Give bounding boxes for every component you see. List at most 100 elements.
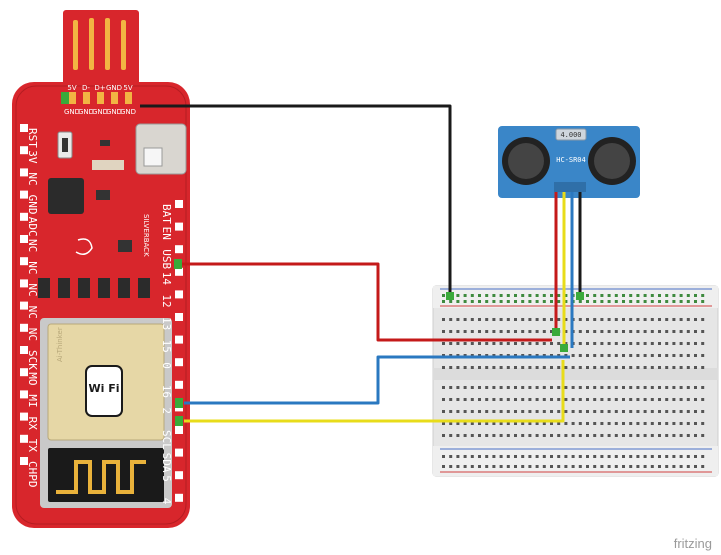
breadboard-hole	[521, 422, 525, 425]
wire-endpoints	[174, 259, 584, 426]
smd-part	[58, 278, 70, 298]
breadboard-hole	[492, 386, 496, 389]
breadboard-hole	[557, 342, 561, 345]
breadboard-hole	[694, 318, 697, 321]
breadboard-hole	[600, 398, 604, 401]
breadboard-hole	[521, 386, 525, 389]
breadboard-hole	[535, 366, 539, 369]
breadboard-hole	[478, 318, 481, 321]
breadboard-hole	[586, 300, 589, 303]
breadboard-hole	[650, 300, 654, 303]
breadboard-hole	[456, 366, 460, 369]
breadboard-hole	[607, 294, 611, 297]
breadboard-hole	[600, 318, 604, 321]
breadboard-hole	[658, 398, 661, 401]
breadboard-hole	[672, 422, 676, 425]
breadboard-hole	[607, 422, 611, 425]
breadboard-hole	[672, 455, 676, 458]
breadboard-hole	[499, 342, 503, 345]
breadboard-hole	[470, 398, 474, 401]
wifi-module: Ai-Thinker Wi Fi	[40, 318, 172, 508]
breadboard-hole	[550, 300, 553, 303]
breadboard-hole	[593, 330, 597, 333]
breadboard-hole	[614, 410, 618, 413]
breadboard-hole	[449, 465, 453, 468]
breadboard-hole	[658, 386, 661, 389]
breadboard-hole	[535, 300, 539, 303]
breadboard-hole	[643, 434, 647, 437]
usb-pin	[111, 92, 118, 104]
breadboard-hole	[492, 455, 496, 458]
breadboard-hole	[586, 422, 589, 425]
breadboard-hole	[550, 465, 553, 468]
right-pin-label: 2	[160, 407, 173, 414]
breadboard-hole	[643, 422, 647, 425]
breadboard-hole	[679, 342, 683, 345]
usb-gnd-label: GND	[64, 108, 80, 116]
breadboard-hole	[636, 465, 640, 468]
breadboard-hole	[535, 342, 539, 345]
breadboard-hole	[607, 318, 611, 321]
breadboard-hole	[485, 410, 489, 413]
breadboard-hole	[679, 300, 683, 303]
smd-part	[38, 278, 50, 298]
breadboard-hole	[701, 318, 705, 321]
breadboard-hole	[442, 465, 445, 468]
breadboard-hole	[622, 465, 625, 468]
breadboard-hole	[694, 422, 697, 425]
breadboard-hole	[593, 342, 597, 345]
breadboard-hole	[658, 318, 661, 321]
breadboard-hole	[470, 294, 474, 297]
breadboard-hole	[694, 366, 697, 369]
breadboard-hole	[528, 410, 532, 413]
right-pin-label: 15	[160, 340, 173, 353]
breadboard-hole	[600, 366, 604, 369]
breadboard-hole	[658, 366, 661, 369]
breadboard-hole	[600, 455, 604, 458]
breadboard-hole	[650, 398, 654, 401]
breadboard-hole	[701, 366, 705, 369]
breadboard-hole	[622, 300, 625, 303]
breadboard-hole	[492, 410, 496, 413]
breadboard-hole	[542, 300, 546, 303]
breadboard-hole	[658, 294, 661, 297]
breadboard-hole	[542, 366, 546, 369]
breadboard-hole	[564, 465, 568, 468]
breadboard-hole	[478, 300, 481, 303]
breadboard-hole	[593, 422, 597, 425]
breadboard-hole	[665, 410, 669, 413]
left-pin-label: MI	[26, 394, 39, 407]
breadboard-hole	[636, 398, 640, 401]
breadboard-hole	[614, 300, 618, 303]
breadboard-hole	[542, 465, 546, 468]
breadboard-hole	[535, 410, 539, 413]
breadboard-hole	[586, 434, 589, 437]
left-pin-pad	[20, 146, 28, 155]
breadboard-hole	[629, 455, 633, 458]
breadboard-hole	[622, 398, 625, 401]
breadboard-hole	[600, 434, 604, 437]
breadboard-hole	[679, 398, 683, 401]
breadboard-hole	[485, 318, 489, 321]
breadboard-hole	[463, 434, 467, 437]
breadboard-hole	[607, 434, 611, 437]
breadboard-hole	[672, 398, 676, 401]
breadboard-hole	[442, 398, 445, 401]
breadboard-hole	[499, 434, 503, 437]
right-pin-pad	[175, 448, 183, 457]
breadboard-hole	[550, 455, 553, 458]
breadboard-hole	[686, 294, 690, 297]
breadboard-hole	[672, 354, 676, 357]
breadboard-hole	[593, 434, 597, 437]
breadboard-hole	[492, 398, 496, 401]
breadboard-hole	[614, 366, 618, 369]
breadboard-hole	[492, 330, 496, 333]
breadboard-hole	[614, 386, 618, 389]
breadboard-hole	[550, 366, 553, 369]
breadboard-hole	[514, 465, 517, 468]
breadboard-hole	[636, 354, 640, 357]
breadboard-hole	[629, 318, 633, 321]
breadboard-hole	[542, 342, 546, 345]
